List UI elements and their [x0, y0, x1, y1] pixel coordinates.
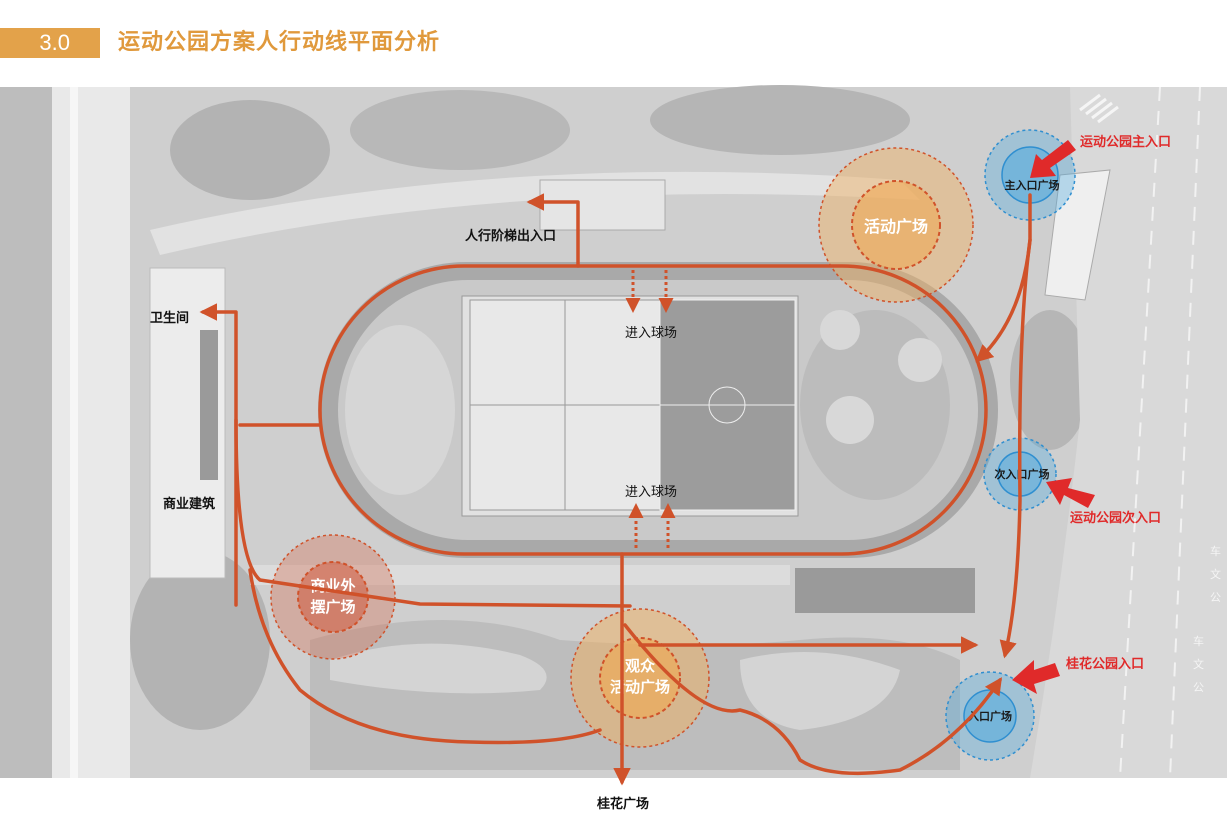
road-mark-4: 车	[1193, 634, 1204, 648]
market-plaza-label-2: 摆广场	[310, 598, 355, 616]
activity-plaza: 活动广场	[818, 147, 974, 303]
audience-plaza: 观众 活动广场	[570, 608, 710, 748]
pedestrian-paths	[199, 193, 1032, 786]
enter-court-arrows	[625, 270, 676, 548]
road-mark-5: 文	[1193, 657, 1204, 671]
secondary-entrance-arrow-icon	[1046, 478, 1095, 508]
market-plaza: 商业外 摆广场	[270, 534, 396, 660]
commercial-building-label: 商业建筑	[163, 496, 215, 512]
road-mark-2: 文	[1210, 567, 1221, 581]
main-entrance-label: 运动公园主入口	[1080, 134, 1171, 150]
enter-court-bottom-label: 进入球场	[625, 485, 677, 500]
osmanthus-plaza-label: 桂花广场	[596, 796, 649, 812]
secondary-entry-label: 次入口广场	[995, 467, 1050, 481]
main-entrance-arrow-icon	[1030, 140, 1076, 178]
road-mark-3: 公	[1210, 591, 1221, 604]
activity-plaza-label: 活动广场	[864, 217, 928, 236]
osmanthus-entrance-arrow-icon	[1012, 660, 1060, 694]
enter-court-top-label: 进入球场	[625, 326, 677, 341]
road-markings: 车 文 公 车 文 公	[1193, 544, 1221, 694]
header: 3.0 运动公园方案人行动线平面分析	[0, 0, 1227, 86]
stair-exit-label: 人行阶梯出入口	[465, 228, 556, 244]
main-entry-label: 主入口广场	[1005, 178, 1060, 192]
osmanthus-entry-label: 入口广场	[968, 709, 1012, 723]
page-title: 运动公园方案人行动线平面分析	[118, 30, 441, 55]
audience-plaza-label-1: 观众	[625, 657, 655, 675]
osmanthus-entry-plaza: 入口广场	[945, 671, 1035, 761]
entrance-arrows	[1012, 140, 1095, 694]
secondary-entrance-label: 运动公园次入口	[1070, 510, 1161, 526]
audience-plaza-label-2: 活动广场	[610, 678, 670, 696]
section-number: 3.0	[0, 28, 100, 58]
toilet-label: 卫生间	[150, 310, 189, 326]
osmanthus-entrance-label: 桂花公园入口	[1065, 656, 1144, 672]
road-mark-1: 车	[1210, 544, 1221, 558]
road-mark-6: 公	[1193, 681, 1204, 694]
